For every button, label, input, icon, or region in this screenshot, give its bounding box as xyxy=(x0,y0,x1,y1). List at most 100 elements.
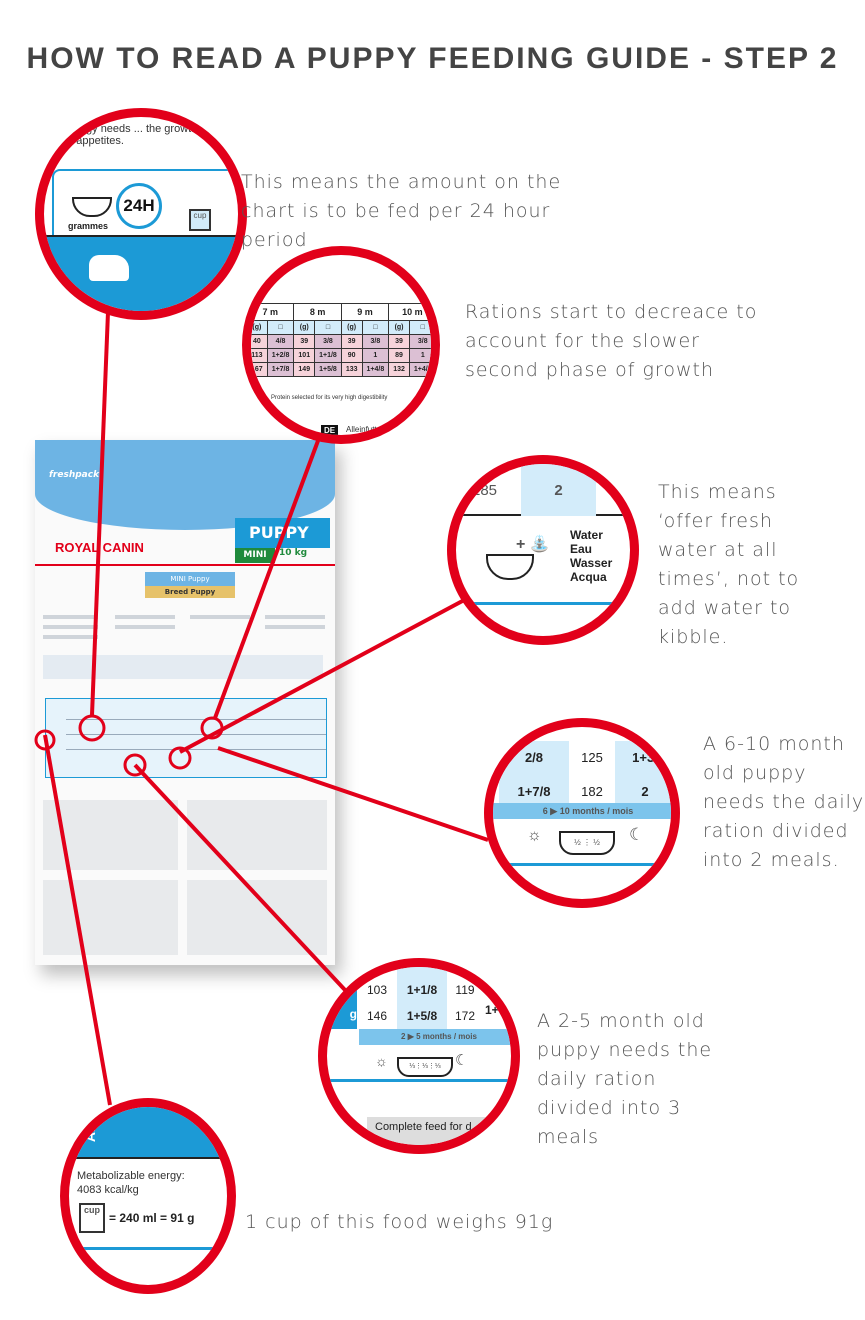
plus-tap-icon: + ⛲ xyxy=(516,536,550,553)
value: 182 xyxy=(581,784,603,799)
text-block xyxy=(43,615,98,619)
24h-clock-icon: 24H xyxy=(116,183,162,229)
zoom-circle-24h: energy needs ... the growth period, ... … xyxy=(35,108,247,320)
value: 146 xyxy=(366,1009,388,1023)
gram-header: (g) xyxy=(340,320,363,335)
cup-icon: cup xyxy=(189,209,211,231)
month-header: 8 m xyxy=(293,303,342,321)
value: 125 xyxy=(581,750,603,765)
portion: ⅓ xyxy=(434,1063,441,1070)
ration-cell: 101 xyxy=(293,348,316,363)
freshpack-logo: freshpack xyxy=(49,470,100,480)
value: 2/8 xyxy=(524,750,544,765)
zoom-circle-cup: ADU Metabolizable energy:4083 kcal/kg cu… xyxy=(60,1098,236,1294)
unit-cell: g xyxy=(327,967,357,1029)
age-band: 2 ▶ 5 months / mois xyxy=(359,1029,511,1045)
divider xyxy=(493,863,671,866)
value: 1+1/8 xyxy=(406,983,438,997)
cup-header-icon: □ xyxy=(314,320,342,335)
portion: ⅓ xyxy=(409,1063,416,1070)
caption-water: This means ‘offer fresh water at all tim… xyxy=(658,481,800,648)
value: 103 xyxy=(366,983,388,997)
ration-cell: 167 xyxy=(251,362,268,377)
moon-icon: ☾ xyxy=(455,1052,469,1069)
connector-line xyxy=(133,763,347,992)
portion: ½ xyxy=(574,838,581,847)
ration-cell: 4/8 xyxy=(266,334,295,349)
ration-cell: 132 xyxy=(388,362,410,377)
de-text: Alleinfuttermittel für xyxy=(346,425,415,434)
divider xyxy=(327,1079,511,1082)
stage-bottom: Breed Puppy xyxy=(145,586,235,598)
intro-text: energy needs ... the growth period, ... … xyxy=(64,123,234,147)
dog-panel xyxy=(44,235,238,311)
ration-cell: 1+4/8 xyxy=(361,362,390,377)
caption-rations: Rations start to decreace to account for… xyxy=(465,301,758,381)
protein-note: Protein selected for its very high diges… xyxy=(271,395,388,401)
ration-cell: 90 xyxy=(340,348,363,363)
caption-24h: This means the amount on the chart is to… xyxy=(241,171,562,251)
footer-text: Complete feed for d... xyxy=(367,1117,511,1145)
text-block xyxy=(265,625,325,629)
gram-header: (g) xyxy=(293,320,316,335)
value: 1+3/ xyxy=(632,750,658,765)
marker-circle xyxy=(200,716,224,740)
text-block xyxy=(43,655,323,679)
divider xyxy=(456,602,630,605)
chart-row xyxy=(66,719,326,720)
caption-6-10-months: A 6-10 month old puppy needs the daily r… xyxy=(703,733,865,871)
dog-icon xyxy=(89,255,129,281)
portion: ⅓ xyxy=(422,1063,428,1070)
gram-header: (g) xyxy=(388,320,410,335)
ration-cell: 39 xyxy=(388,334,410,349)
cup-header-icon: □ xyxy=(361,320,390,335)
package-top-band: freshpack xyxy=(35,440,335,530)
caption-2-5-months: A 2-5 month old puppy needs the daily ra… xyxy=(537,1010,713,1148)
ration-cell: 3/8 xyxy=(408,334,431,349)
cup-equivalence: = 240 ml = 91 g xyxy=(109,1211,194,1225)
marker-circle xyxy=(123,753,147,777)
value: 172 xyxy=(454,1009,476,1023)
sun-icon: ☼ xyxy=(375,1053,388,1069)
value: 1+7/ xyxy=(485,1003,509,1017)
adult-label: ADU xyxy=(82,1111,99,1143)
ration-cell: 39 xyxy=(340,334,363,349)
energy-label: Metabolizable energy: xyxy=(77,1170,185,1182)
ration-cell: 3/8 xyxy=(314,334,342,349)
adult-band: ADU xyxy=(69,1107,227,1159)
grammes-label: grammes xyxy=(68,221,109,231)
value: 1+5/8 xyxy=(406,1009,438,1023)
ration-cell: 1+1/8 xyxy=(314,348,342,363)
cup-header-icon: □ xyxy=(408,320,431,335)
text-block xyxy=(43,880,178,955)
connector-line xyxy=(217,746,489,842)
page-title: HOW TO READ A PUPPY FEEDING GUIDE - STEP… xyxy=(26,42,839,75)
marker-circle xyxy=(78,714,106,742)
puppy-label: PUPPY xyxy=(235,518,330,548)
value: 185 xyxy=(472,482,498,499)
ration-cell: 1+7/8 xyxy=(266,362,295,377)
sun-icon: ☼ xyxy=(527,827,542,844)
text-block xyxy=(187,880,327,955)
ration-cell: 149 xyxy=(293,362,316,377)
ration-cell: 3/8 xyxy=(361,334,390,349)
marker-circle xyxy=(34,729,56,751)
table-top: 185 2 xyxy=(456,464,630,516)
text-block xyxy=(190,615,250,619)
month-header: 10 m xyxy=(388,303,431,321)
divider xyxy=(35,564,335,566)
ration-cell: 39 xyxy=(293,334,316,349)
weight-label: 10 kg xyxy=(279,548,308,558)
bowl-icon xyxy=(486,554,534,580)
gram-value: = 91 g xyxy=(160,1211,195,1225)
mini-label: MINI xyxy=(235,548,275,563)
month-header: 9 m xyxy=(340,303,390,321)
marker-circle xyxy=(168,746,192,770)
ration-cell: 1+5/8 xyxy=(314,362,342,377)
connector-line xyxy=(213,429,324,719)
